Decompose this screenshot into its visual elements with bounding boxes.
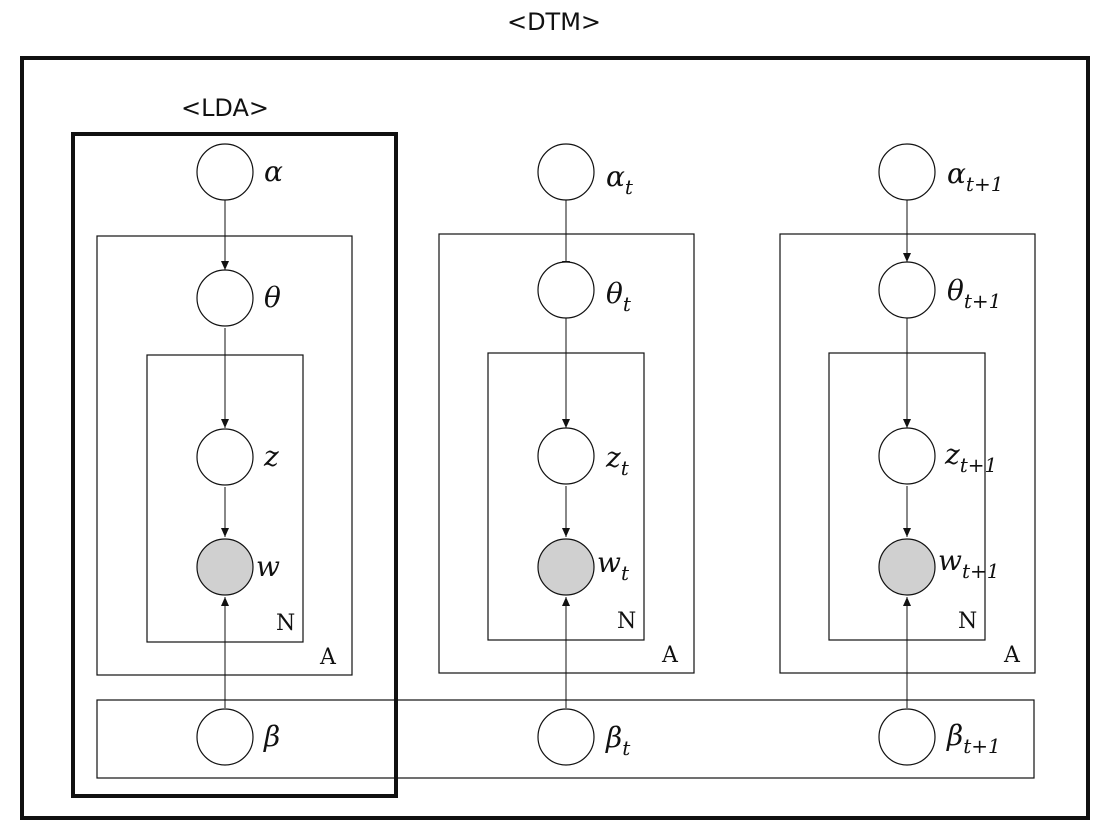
beta-node-0 bbox=[196, 708, 254, 766]
beta-label-2: βt+1 bbox=[946, 719, 1001, 758]
column-2: αt+1 θt+1 zt+1 wt+1 βt+1 bbox=[878, 143, 1003, 766]
w-label-0: w bbox=[256, 550, 280, 583]
document-plate-label-0: A bbox=[319, 645, 337, 670]
z-label-2: zt+1 bbox=[944, 438, 997, 477]
word-plate-label-0: N bbox=[276, 611, 295, 636]
alpha-label-2: αt+1 bbox=[947, 157, 1003, 196]
beta-label-1: βt bbox=[605, 721, 631, 760]
alpha-label-1: αt bbox=[606, 160, 634, 199]
w-label-2: wt+1 bbox=[938, 544, 1000, 583]
theta-label-0: θ bbox=[264, 281, 281, 314]
word-plate-label-2: N bbox=[958, 609, 977, 634]
z-label-0: z bbox=[263, 440, 279, 473]
column-1: αt θt zt wt βt bbox=[537, 143, 634, 766]
beta-node-1 bbox=[537, 708, 595, 766]
theta-label-1: θt bbox=[606, 277, 632, 316]
z-node-2 bbox=[878, 427, 936, 485]
w-node-2 bbox=[878, 538, 936, 596]
theta-node-1 bbox=[537, 261, 595, 319]
w-label-1: wt bbox=[597, 546, 630, 585]
z-node-0 bbox=[196, 428, 254, 486]
document-plate-label-2: A bbox=[1003, 643, 1021, 668]
theta-label-2: θt+1 bbox=[947, 274, 1001, 313]
z-node-1 bbox=[537, 427, 595, 485]
alpha-label-0: α bbox=[264, 155, 283, 188]
theta-node-0 bbox=[196, 269, 254, 327]
column-0: α θ z w β bbox=[196, 143, 283, 766]
alpha-node-1 bbox=[537, 143, 595, 201]
theta-node-2 bbox=[878, 261, 936, 319]
alpha-node-2 bbox=[878, 143, 936, 201]
dtm-frame bbox=[20, 56, 1090, 820]
lda-title: <LDA> bbox=[181, 94, 269, 122]
beta-label-0: β bbox=[263, 720, 280, 753]
lda-frame bbox=[71, 132, 398, 798]
word-plate-label-1: N bbox=[617, 609, 636, 634]
document-plate-label-1: A bbox=[661, 643, 679, 668]
w-node-0 bbox=[196, 538, 254, 596]
beta-node-2 bbox=[878, 708, 936, 766]
w-node-1 bbox=[537, 538, 595, 596]
dtm-title: <DTM> bbox=[507, 8, 601, 36]
alpha-node-0 bbox=[196, 143, 254, 201]
z-label-1: zt bbox=[605, 441, 630, 480]
